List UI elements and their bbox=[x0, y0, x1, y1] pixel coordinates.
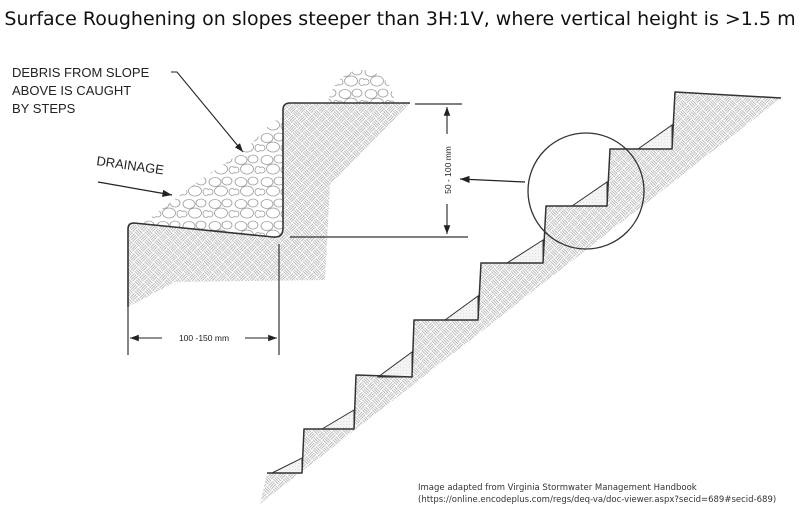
drainage-label: DRAINAGE bbox=[96, 153, 166, 177]
stepped-slope bbox=[260, 91, 782, 504]
debris-label-line2: ABOVE IS CAUGHT bbox=[12, 83, 131, 98]
step-detail: 50 - 100 mm 100 -150 mm DEBRIS FROM SLOP… bbox=[12, 65, 468, 355]
slope-profile bbox=[267, 91, 782, 474]
soil-hatch bbox=[128, 103, 410, 307]
debris-wedge bbox=[142, 118, 283, 237]
image-credit: Image adapted from Virginia Stormwater M… bbox=[418, 482, 776, 506]
diagram-title: Surface Roughening on slopes steeper tha… bbox=[4, 8, 796, 30]
credit-line2: (https://online.encodeplus.com/regs/deq-… bbox=[418, 495, 777, 505]
debris-mound bbox=[328, 70, 395, 103]
credit-line1: Image adapted from Virginia Stormwater M… bbox=[418, 483, 697, 493]
step-profile bbox=[127, 102, 410, 307]
debris-label-line3: BY STEPS bbox=[12, 101, 76, 116]
step-width-label: 100 -150 mm bbox=[179, 333, 229, 343]
debris-label-line1: DEBRIS FROM SLOPE bbox=[12, 65, 150, 80]
debris-wedges bbox=[271, 124, 673, 474]
detail-callout-circle bbox=[527, 132, 645, 250]
step-height-label: 50 - 100 mm bbox=[443, 146, 453, 194]
slope-hatch bbox=[260, 92, 781, 504]
